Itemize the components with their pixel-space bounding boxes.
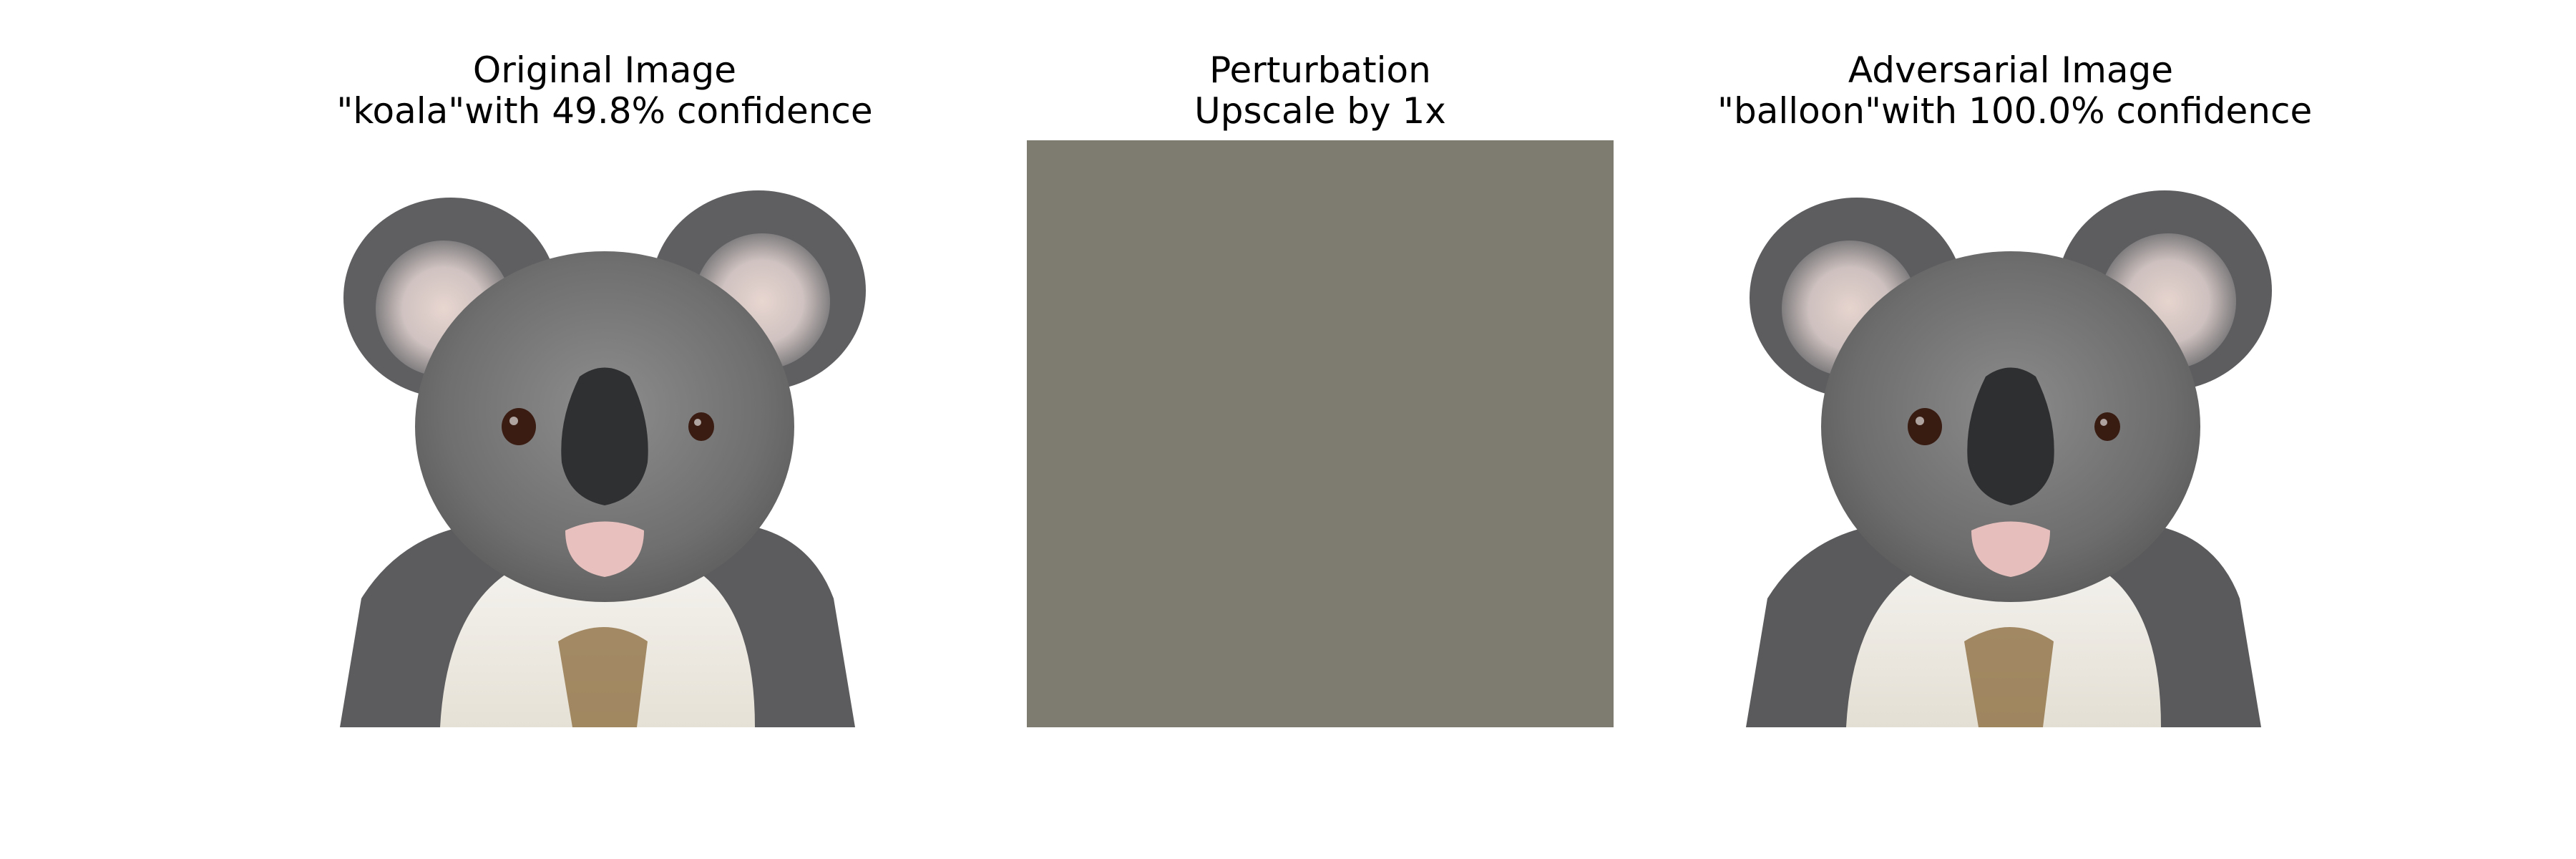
panel-adversarial-title: Adversarial Image "balloon"with 100.0% c… [1717, 49, 2313, 132]
panel-original-title-line2: "koala"with 49.8% confidence [336, 90, 873, 132]
original-koala-image [311, 140, 898, 727]
panel-adversarial-title-line2: "balloon"with 100.0% confidence [1717, 90, 2313, 132]
adversarial-koala-image [1717, 140, 2304, 727]
panel-perturbation-title-line2: Upscale by 1x [1194, 90, 1446, 132]
panel-original: Original Image "koala"with 49.8% confide… [311, 0, 898, 859]
panel-adversarial-title-line1: Adversarial Image [1848, 49, 2174, 91]
perturbation-image [1027, 140, 1614, 727]
panel-perturbation-title-line1: Perturbation [1209, 49, 1431, 91]
panel-original-title: Original Image "koala"with 49.8% confide… [311, 50, 898, 132]
panel-perturbation: Perturbation Upscale by 1x [1027, 0, 1614, 859]
panel-perturbation-title: Perturbation Upscale by 1x [1027, 50, 1614, 132]
panel-original-title-line1: Original Image [472, 49, 737, 91]
panel-adversarial: Adversarial Image "balloon"with 100.0% c… [1717, 0, 2313, 859]
